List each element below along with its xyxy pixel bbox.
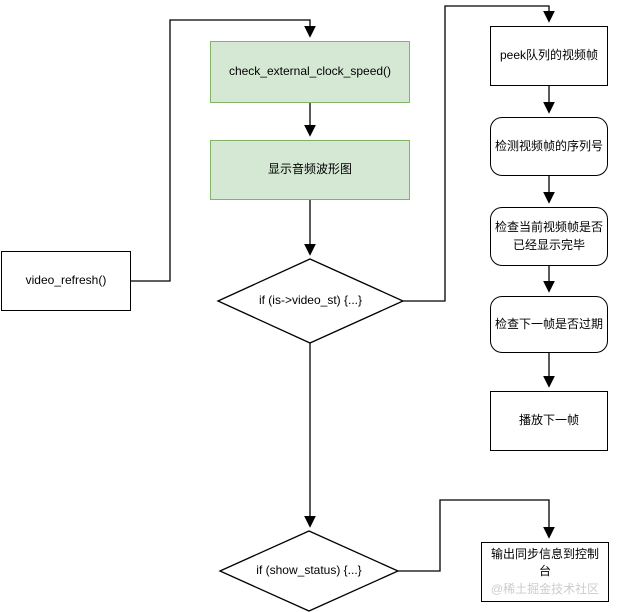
node-output-sync-info: 输出同步信息到控制台 @稀土掘金技术社区 xyxy=(481,542,609,602)
node-check-frame-serial: 检测视频帧的序列号 xyxy=(490,117,608,176)
watermark-text: @稀土掘金技术社区 xyxy=(490,581,600,596)
connector-video-refresh-to-check-clock xyxy=(131,19,316,282)
node-label: if (is->video_st) {...} xyxy=(258,293,363,308)
node-label: check_external_clock_speed() xyxy=(228,64,392,79)
node-label: 输出同步信息到控制台 xyxy=(490,546,599,579)
node-label: peek队列的视频帧 xyxy=(499,48,599,63)
node-label: 检查当前视频帧是否已经显示完毕 xyxy=(495,220,604,252)
decision-if-show-status-shape xyxy=(218,530,400,612)
decision-if-video-st-shape xyxy=(216,258,405,344)
decision-if-show-status-label: if (show_status) {...} xyxy=(220,531,398,611)
node-label: video_refresh() xyxy=(25,273,107,288)
node-check-current-frame-done: 检查当前视频帧是否已经显示完毕 xyxy=(490,207,608,266)
node-check-next-frame-expired: 检查下一帧是否过期 xyxy=(490,296,608,353)
node-video-refresh: video_refresh() xyxy=(1,251,131,311)
decision-if-video-st-label: if (is->video_st) {...} xyxy=(218,259,403,343)
node-label: if (show_status) {...} xyxy=(256,563,362,578)
node-label: 检查下一帧是否过期 xyxy=(495,316,604,331)
node-peek-queue-frame: peek队列的视频帧 xyxy=(490,26,608,86)
node-label: 检测视频帧的序列号 xyxy=(495,138,604,153)
node-check-external-clock-speed: check_external_clock_speed() xyxy=(210,41,410,103)
node-play-next-frame: 播放下一帧 xyxy=(490,391,608,451)
connector-if-show-status-to-output xyxy=(398,499,555,572)
node-show-audio-waveform: 显示音频波形图 xyxy=(210,140,410,200)
connector-if-video-st-to-peek xyxy=(402,5,555,302)
node-label: 播放下一帧 xyxy=(518,413,579,428)
node-label: 显示音频波形图 xyxy=(267,162,352,177)
